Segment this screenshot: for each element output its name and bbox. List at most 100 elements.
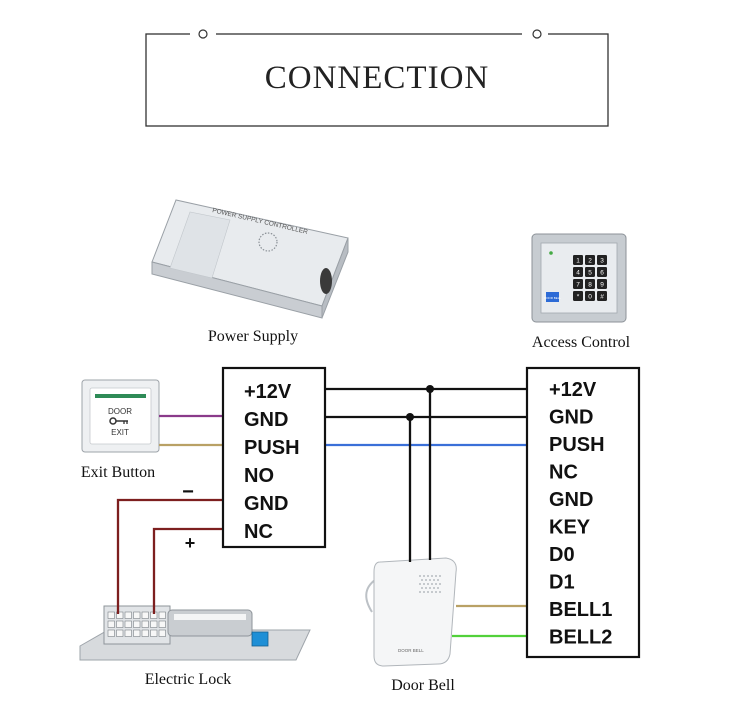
grille-hole	[433, 579, 435, 581]
grille-hole	[423, 575, 425, 577]
grille-hole	[423, 591, 425, 593]
grille-hole	[431, 583, 433, 585]
svg-text:8: 8	[588, 282, 592, 289]
grille-hole	[433, 587, 435, 589]
exit-button-text-door: DOOR	[108, 407, 132, 416]
grille-hole	[421, 587, 423, 589]
exit-button-image: DOOR EXIT	[81, 379, 160, 453]
door-bell-badge	[546, 292, 559, 302]
grille-hole	[427, 583, 429, 585]
grille-hole	[423, 583, 425, 585]
svg-text:1: 1	[576, 258, 580, 265]
grille-hole	[429, 587, 431, 589]
access-control-caption: Access Control	[532, 334, 631, 351]
door-bell-label: DOOR BELL	[398, 648, 424, 653]
keypad-key: 8	[585, 279, 595, 289]
grille-hole	[439, 591, 441, 593]
power-terminal-4: GND	[244, 493, 288, 515]
grille-hole	[419, 583, 421, 585]
grille-hole	[425, 579, 427, 581]
exit-button-text-exit: EXIT	[111, 428, 129, 437]
header-frame: CONNECTION	[145, 28, 609, 127]
grille-hole	[419, 575, 421, 577]
keypad-key: 1	[573, 255, 583, 265]
lock-cell	[141, 611, 149, 619]
electric-lock-image	[79, 605, 311, 661]
power-terminal-3: NO	[244, 465, 274, 487]
grille-hole	[439, 575, 441, 577]
lock-cell	[133, 620, 141, 628]
power-terminal-0: +12V	[244, 381, 292, 403]
svg-text:5: 5	[588, 270, 592, 277]
wire-lock-positive	[152, 527, 223, 614]
grille-hole	[419, 591, 421, 593]
svg-text:3: 3	[600, 258, 604, 265]
svg-text:7: 7	[576, 282, 580, 289]
access-terminal-2: PUSH	[549, 434, 605, 456]
lock-cell	[116, 611, 124, 619]
grille-hole	[427, 591, 429, 593]
door-bell-caption: Door Bell	[391, 677, 455, 694]
access-terminal-6: D0	[549, 544, 575, 566]
lock-cell	[124, 611, 132, 619]
keypad-key: 2	[585, 255, 595, 265]
power-supply-image: POWER SUPPLY CONTROLLER	[151, 199, 349, 319]
power-terminal-5: NC	[244, 521, 273, 543]
door-bell-badge-text: DOOR BELL	[544, 296, 562, 300]
svg-text:4: 4	[576, 270, 580, 277]
lock-terminal-block	[107, 611, 166, 637]
lock-cell	[158, 629, 166, 637]
exit-button-stripe	[95, 394, 146, 398]
lock-cell	[107, 611, 115, 619]
lock-cell	[124, 629, 132, 637]
grille-hole	[435, 583, 437, 585]
svg-text:2: 2	[588, 258, 592, 265]
lock-cell	[107, 620, 115, 628]
keypad-key: 6	[597, 267, 607, 277]
lock-cell	[141, 620, 149, 628]
junction-gnd	[406, 413, 414, 421]
junction-12v	[426, 385, 434, 393]
power-terminal-2: PUSH	[244, 437, 300, 459]
page-title: CONNECTION	[265, 60, 489, 96]
speaker-grille	[258, 232, 278, 252]
lock-cell	[158, 620, 166, 628]
svg-text:0: 0	[588, 294, 592, 301]
key-icon	[109, 417, 128, 425]
grille-hole	[427, 575, 429, 577]
power-terminal-1: GND	[244, 409, 288, 431]
door-bell-image: DOOR BELL	[365, 557, 457, 667]
polarity-plus: +	[185, 533, 196, 553]
svg-text:9: 9	[600, 282, 604, 289]
access-control-terminal-block	[525, 366, 641, 659]
lock-cell	[158, 611, 166, 619]
keypad-key: 5	[585, 267, 595, 277]
status-led	[549, 251, 553, 255]
lock-cell	[141, 629, 149, 637]
lock-cell	[124, 620, 132, 628]
keypad-key: 3	[597, 255, 607, 265]
grille-hole	[437, 579, 439, 581]
grille-hole	[435, 575, 437, 577]
grille-hole	[425, 587, 427, 589]
grille-hole	[439, 583, 441, 585]
grille-hole	[431, 591, 433, 593]
grille-hole	[431, 575, 433, 577]
svg-text:*: *	[577, 294, 580, 301]
frame-pin-right	[532, 29, 542, 39]
lock-cell	[150, 629, 158, 637]
access-terminal-3: NC	[549, 462, 578, 484]
power-supply-caption: Power Supply	[208, 328, 298, 345]
lock-cell	[116, 629, 124, 637]
lock-cell	[133, 629, 141, 637]
grille-hole	[429, 579, 431, 581]
access-terminal-9: BELL2	[549, 627, 612, 649]
grille-hole	[437, 587, 439, 589]
power-supply-socket	[320, 268, 332, 294]
lock-connector	[251, 631, 269, 647]
keypad-key: 9	[597, 279, 607, 289]
